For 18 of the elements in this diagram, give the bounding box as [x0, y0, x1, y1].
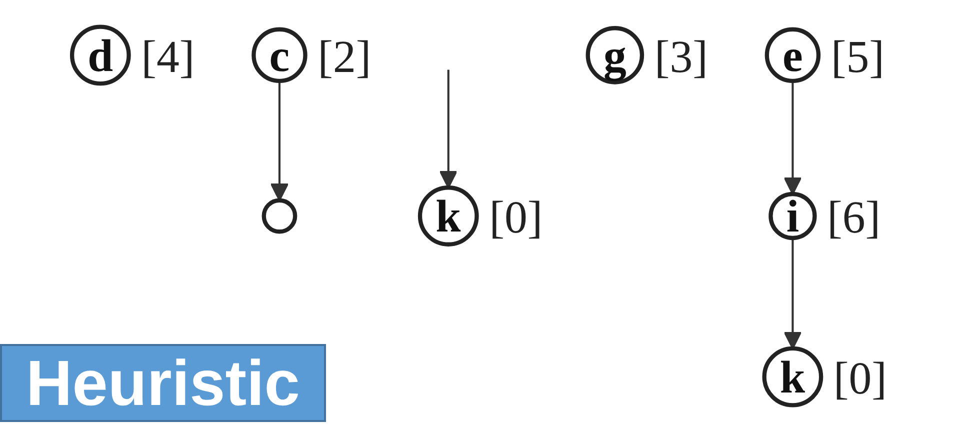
heading-banner: Heuristic — [0, 344, 326, 422]
tree-node-circle: k — [762, 346, 824, 408]
tree-node-circle: i — [768, 190, 817, 242]
heuristic-value: [6] — [827, 192, 881, 243]
heuristic-value: [2] — [318, 30, 372, 82]
arrow — [784, 238, 802, 350]
empty-circle — [262, 198, 298, 234]
heuristic-value: [3] — [654, 30, 708, 82]
heuristic-value: [4] — [141, 30, 195, 82]
tree-node-circle: e — [764, 27, 821, 84]
heuristic-value: [5] — [830, 30, 884, 82]
heuristic-value: [0] — [489, 192, 543, 243]
tree-node-circle: k — [418, 186, 479, 246]
tree-node-circle: d — [70, 24, 131, 86]
arrow — [270, 80, 289, 202]
heuristic-value: [0] — [834, 352, 887, 404]
tree-node-circle: g — [586, 26, 644, 84]
tree-node-circle: c — [252, 27, 308, 84]
